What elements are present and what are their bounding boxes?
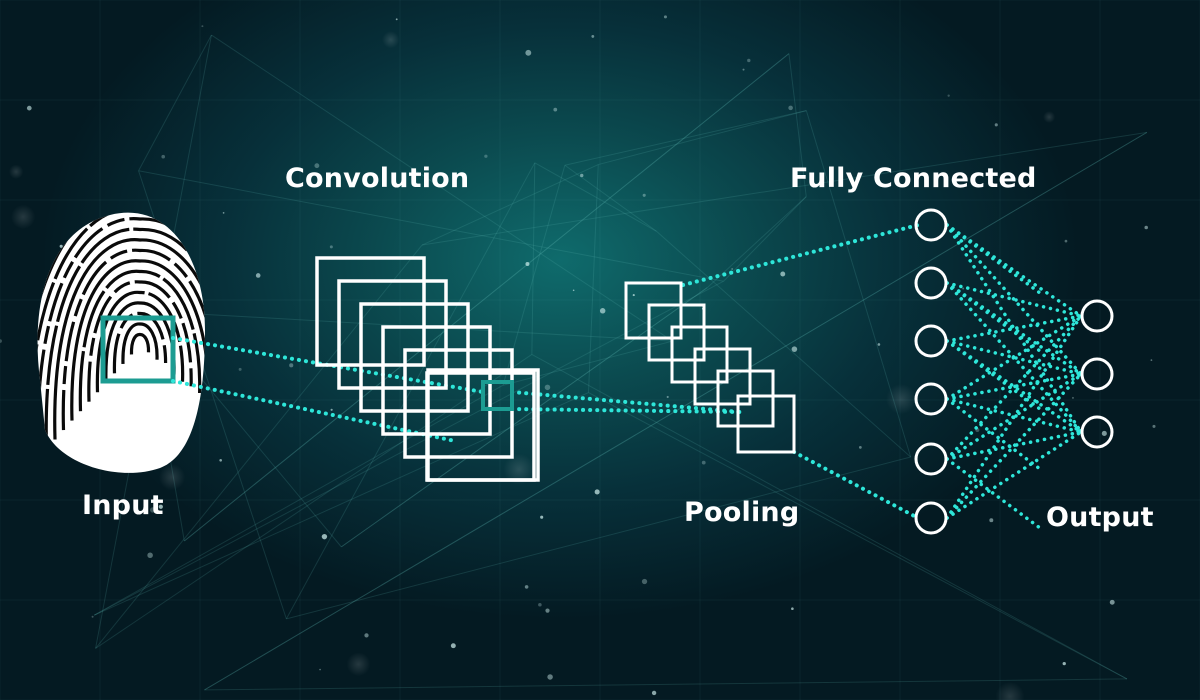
weight-edge xyxy=(945,339,1083,376)
convolution-label: Convolution xyxy=(285,163,470,194)
weight-edge xyxy=(945,223,1083,376)
pool-feature-map xyxy=(624,281,683,340)
conv-feature-map xyxy=(337,279,448,390)
fc-neuron xyxy=(914,442,948,476)
connector-line xyxy=(510,407,742,414)
output-neuron xyxy=(1080,357,1114,391)
connector-line xyxy=(792,450,920,520)
output-layer xyxy=(1080,299,1114,449)
fc-neuron xyxy=(914,208,948,242)
weight-edge xyxy=(945,397,1042,471)
output-neuron xyxy=(1080,299,1114,333)
conv-feature-map xyxy=(315,256,426,367)
weight-edge xyxy=(945,397,1083,434)
conv-feature-map xyxy=(359,302,470,413)
input-label: Input xyxy=(82,490,164,521)
pool-feature-map xyxy=(670,325,729,384)
weight-edge xyxy=(945,430,1083,461)
connector-line xyxy=(510,390,742,414)
pooling-feature-maps xyxy=(624,281,796,454)
weight-edge xyxy=(945,281,1042,353)
pool-feature-map xyxy=(716,369,775,428)
pooling-label: Pooling xyxy=(684,497,800,528)
fc-neuron xyxy=(914,501,948,535)
fully-connected-weights xyxy=(945,223,1083,530)
weight-edge xyxy=(945,314,1083,401)
fc-neuron xyxy=(914,324,948,358)
background-network xyxy=(94,34,1148,691)
pool-feature-map xyxy=(647,303,706,362)
dotted-connectors xyxy=(171,223,920,520)
pool-feature-map xyxy=(736,394,796,454)
weight-edge xyxy=(945,281,1083,318)
weight-edge xyxy=(945,339,1042,411)
output-label: Output xyxy=(1046,502,1154,533)
fully-connected-layer xyxy=(914,208,948,535)
fc-neuron xyxy=(914,266,948,300)
weight-edge xyxy=(945,372,1083,520)
conv-feature-map xyxy=(426,368,540,482)
connector-line xyxy=(681,223,920,287)
weight-edge xyxy=(945,314,1083,461)
convolution-feature-maps xyxy=(315,256,540,482)
fc-neuron xyxy=(914,382,948,416)
background-particles xyxy=(0,15,1156,700)
weight-edge xyxy=(945,314,1083,343)
weight-edge xyxy=(945,372,1083,401)
weight-edge xyxy=(945,314,1083,520)
weight-edge xyxy=(945,430,1083,520)
connector-line xyxy=(171,379,457,443)
pool-feature-map xyxy=(693,347,752,406)
conv-kernel-highlight xyxy=(481,380,514,411)
weight-edge xyxy=(945,223,1042,295)
fingerprint-icon xyxy=(37,212,206,473)
input-receptive-field xyxy=(100,315,176,384)
weight-edge xyxy=(945,457,1042,530)
fully-connected-label: Fully Connected xyxy=(790,163,1037,194)
output-neuron xyxy=(1080,415,1114,449)
